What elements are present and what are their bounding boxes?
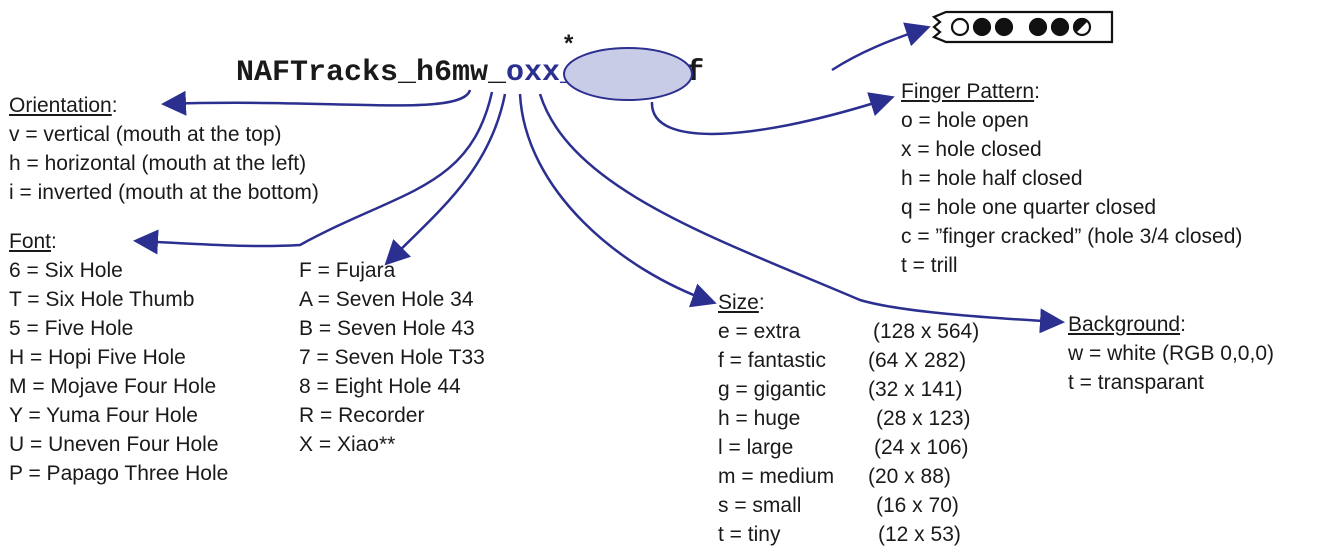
font-item: 6 = Six Hole: [9, 259, 123, 282]
orientation-item: h = horizontal (mouth at the left): [9, 152, 307, 175]
arrow-icon: [831, 22, 931, 72]
font-item: U = Uneven Four Hole: [9, 433, 219, 456]
font-section-col2: F = Fujara A = Seven Hole 34 B = Seven H…: [299, 256, 485, 459]
font-item: P = Papago Three Hole: [9, 462, 229, 485]
size-name: g = gigantic: [718, 378, 826, 401]
font-item: R = Recorder: [299, 404, 425, 427]
font-section: Font: 6 = Six Hole T = Six Hole Thumb 5 …: [9, 227, 228, 488]
size-dims: (128 x 564) (64 X 282) (32 x 141) (28 x …: [868, 317, 979, 549]
background-heading: Background: [1068, 313, 1181, 336]
size-dim: (12 x 53): [878, 523, 961, 546]
font-item: A = Seven Hole 34: [299, 288, 474, 311]
size-dim: (64 X 282): [868, 349, 967, 372]
finger-pattern-item: o = hole open: [901, 109, 1029, 132]
font-item: X = Xiao**: [299, 433, 396, 456]
size-name: t = tiny: [718, 523, 781, 546]
finger-pattern-item: c = ”finger cracked” (hole 3/4 closed): [901, 225, 1243, 248]
font-item: H = Hopi Five Hole: [9, 346, 186, 369]
font-heading: Font: [9, 230, 52, 253]
size-section: Size: e = extra f = fantastic g = gigant…: [718, 288, 834, 549]
arrow-font-col2: [384, 93, 507, 266]
orientation-item: v = vertical (mouth at the top): [9, 123, 282, 146]
finger-pattern-section: Finger Pattern: o = hole open x = hole c…: [901, 77, 1242, 280]
finger-pattern-item: h = hole half closed: [901, 167, 1083, 190]
background-item: t = transparant: [1068, 371, 1204, 394]
arrow-finger-pattern: [650, 92, 895, 136]
arrow-size: [518, 93, 717, 308]
arrow-font: [133, 91, 494, 255]
background-section: Background: w = white (RGB 0,0,0) t = tr…: [1068, 310, 1274, 397]
size-name: e = extra: [718, 320, 801, 343]
background-item: w = white (RGB 0,0,0): [1068, 342, 1274, 365]
size-heading: Size: [718, 291, 759, 314]
size-dim: (20 x 88): [868, 465, 951, 488]
size-name: m = medium: [718, 465, 835, 488]
font-item: Y = Yuma Four Hole: [9, 404, 198, 427]
font-item: 8 = Eight Hole 44: [299, 375, 461, 398]
size-name: s = small: [718, 494, 802, 517]
font-item: B = Seven Hole 43: [299, 317, 475, 340]
code-highlight-ellipse: [563, 47, 693, 101]
size-name: l = large: [718, 436, 794, 459]
arrow-background: [538, 93, 1065, 334]
finger-pattern-item: t = trill: [901, 254, 958, 277]
asterisk: *: [564, 30, 574, 57]
size-dim: (128 x 564): [873, 320, 980, 343]
orientation-heading: Orientation: [9, 94, 112, 117]
font-item: 7 = Seven Hole T33: [299, 346, 485, 369]
filename-prefix: NAFTracks_h6mw_: [236, 56, 507, 90]
font-item: M = Mojave Four Hole: [9, 375, 217, 398]
orientation-section: Orientation: v = vertical (mouth at the …: [9, 91, 319, 207]
font-item: F = Fujara: [299, 259, 396, 282]
arrow-orientation: [161, 89, 472, 116]
size-dim: (28 x 123): [876, 407, 971, 430]
finger-pattern-item: x = hole closed: [901, 138, 1042, 161]
finger-pattern-item: q = hole one quarter closed: [901, 196, 1157, 219]
size-dim: (32 x 141): [868, 378, 963, 401]
font-item: 5 = Five Hole: [9, 317, 134, 340]
size-name: f = fantastic: [718, 349, 826, 372]
size-dim: (16 x 70): [876, 494, 959, 517]
orientation-item: i = inverted (mouth at the bottom): [9, 181, 319, 204]
size-dim: (24 x 106): [874, 436, 969, 459]
font-item: T = Six Hole Thumb: [9, 288, 195, 311]
size-name: h = huge: [718, 407, 801, 430]
finger-pattern-heading: Finger Pattern: [901, 80, 1035, 103]
finger-pattern-icon: [931, 10, 1114, 44]
